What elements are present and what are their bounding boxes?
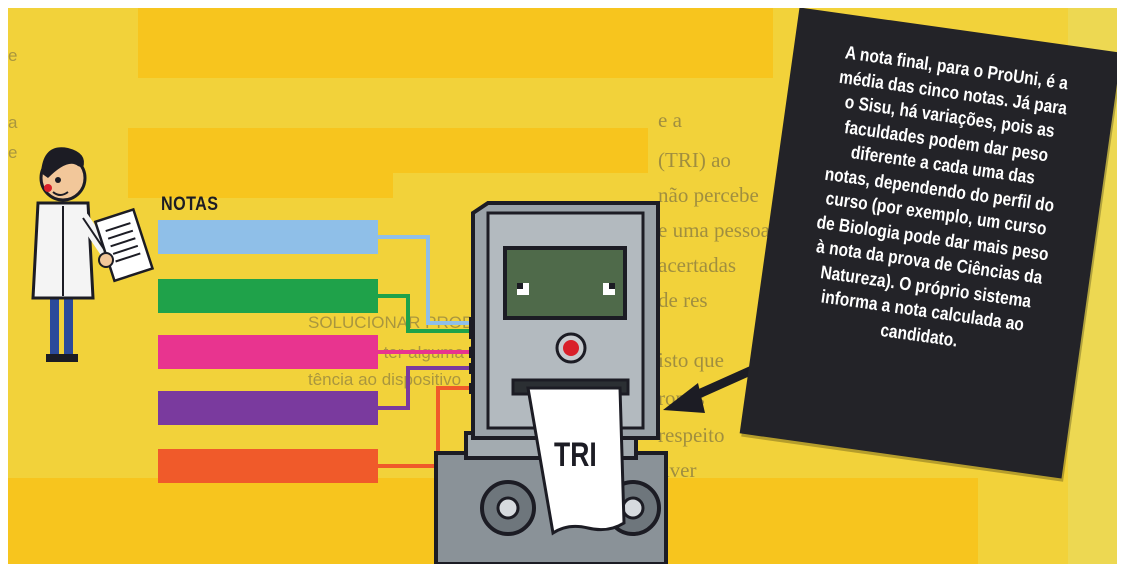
tri-label: TRI (554, 436, 597, 475)
callout-text: A nota final, para o ProUni, é a média d… (801, 40, 1075, 364)
score-bar (158, 279, 378, 313)
highlight-streak (138, 8, 773, 78)
highlight-streak (128, 128, 393, 198)
clipboard-icon (95, 209, 152, 280)
score-bars (158, 220, 378, 483)
score-bar (158, 391, 378, 425)
doctor-figure (33, 147, 110, 362)
score-bar (158, 449, 378, 483)
info-callout-box: A nota final, para o ProUni, é a média d… (740, 8, 1117, 479)
score-bar (158, 220, 378, 254)
speaker-icon (482, 482, 534, 534)
score-bar (158, 335, 378, 369)
connector-wires (378, 237, 477, 466)
highlight-streak (388, 128, 648, 173)
red-button-icon (557, 334, 585, 362)
illustration-scene: e a e e a (TRI) ao não percebe e uma pes… (8, 8, 1117, 564)
notes-label: NOTAS (161, 194, 218, 216)
